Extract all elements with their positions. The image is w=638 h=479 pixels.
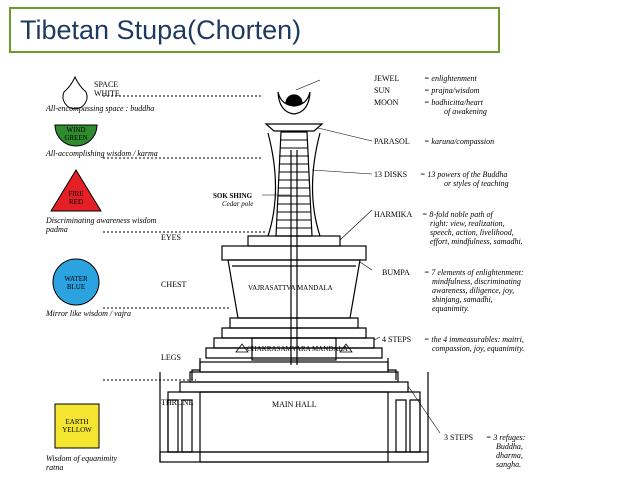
legs-label: LEGS — [161, 353, 181, 362]
sok-shing-label: SOK SHING — [213, 192, 253, 200]
guide-lines — [103, 95, 265, 381]
fire-color: RED — [69, 198, 83, 206]
wind-color: GREEN — [64, 134, 88, 142]
legend-bumpa-meaning4: shinjang, samadhi, — [432, 295, 493, 304]
wind-label: WIND GREEN — [54, 126, 98, 142]
earth-name: EARTH — [65, 418, 89, 426]
legend-harmika-meaning4: effort, mindfulness, samadhi. — [430, 237, 523, 246]
legend-jewel-meaning: = enlightenment — [424, 74, 477, 83]
legend-four-steps-term: 4 STEPS — [382, 335, 412, 344]
title-box: Tibetan Stupa(Chorten) — [9, 7, 500, 53]
water-label: WATER BLUE — [54, 275, 98, 291]
legend-bumpa-meaning2: mindfulness, discriminating — [432, 277, 521, 286]
legend-parasol-term: PARASOL — [374, 137, 410, 146]
cedar-pole-label: Cedar pole — [222, 200, 254, 208]
legend-sun-meaning: = prajna/wisdom — [424, 86, 480, 95]
fire-triangle-shape — [50, 169, 102, 212]
legend-three-steps-meaning1: = 3 refuges: — [486, 433, 526, 442]
legend-harmika-meaning2: right: view, realization, — [430, 219, 505, 228]
legend-bumpa-meaning3: awareness, diligence, joy, — [432, 286, 515, 295]
wind-desc: All-accomplishing wisdom / karma — [46, 149, 158, 158]
legend-bumpa-meaning5: equanimity. — [432, 304, 470, 313]
fire-name: FIRE — [68, 190, 84, 198]
stupa-structure — [159, 91, 429, 463]
earth-desc1: Wisdom of equanimity — [46, 454, 118, 463]
legend-three-steps-meaning2: Buddha, — [496, 442, 523, 451]
chakrasamvara-label: CHAKRASAMVARA MANDALA — [247, 345, 348, 353]
legend-jewel-term: JEWEL — [374, 74, 400, 83]
legend-three-steps-meaning4: sangha. — [496, 460, 522, 469]
legend-three-steps-term: 3 STEPS — [444, 433, 474, 442]
legend-bumpa-term: BUMPA — [382, 268, 410, 277]
legend-bumpa-meaning1: = 7 elements of enlightenment: — [424, 268, 524, 277]
water-desc: Mirror like wisdom / vajra — [46, 309, 132, 318]
legend-harmika-meaning1: = 8-fold noble path of — [422, 210, 493, 219]
water-color: BLUE — [66, 283, 86, 291]
water-name: WATER — [64, 275, 88, 283]
legend-harmika-term: HARMIKA — [374, 210, 413, 219]
wind-semicircle-shape — [54, 124, 98, 147]
space-drop-shape — [62, 75, 88, 110]
earth-label: EARTH YELLOW — [55, 418, 99, 434]
earth-desc2: ratna — [46, 463, 64, 472]
fire-desc2: padma — [46, 225, 68, 234]
legend-moon-term: MOON — [374, 98, 399, 107]
water-circle-shape — [52, 258, 100, 306]
page-title: Tibetan Stupa(Chorten) — [20, 15, 302, 45]
vajrasattva-label: VAJRASATTVA MANDALA — [248, 284, 333, 292]
legend-moon-meaning2: of awakening — [444, 107, 487, 116]
space-desc: All-encompassing space : buddha — [46, 104, 155, 113]
legend-harmika-meaning3: speech, action, livelihood, — [430, 228, 514, 237]
legend-disks-meaning2: or styles of teaching — [444, 179, 509, 188]
legend-disks-meaning1: = 13 powers of the Buddha — [420, 170, 508, 179]
eyes-label: EYES — [161, 233, 181, 242]
legend-four-steps-meaning2: compassion, joy, equanimity. — [432, 344, 525, 353]
legend-disks-term: 13 DISKS — [374, 170, 408, 179]
fire-label: FIRE RED — [54, 190, 98, 206]
legend-moon-meaning1: = bodhicitta/heart — [424, 98, 483, 107]
legend-four-steps-meaning1: = the 4 immeasurables: maitri, — [424, 335, 524, 344]
chest-label: CHEST — [161, 280, 187, 289]
legend-three-steps-meaning3: dharma, — [496, 451, 523, 460]
throne-label: THRONE — [161, 398, 194, 407]
legend-parasol-meaning: = karuna/compassion — [424, 137, 495, 146]
space-color: WHITE — [94, 89, 120, 98]
legend-sun-term: SUN — [374, 86, 391, 95]
fire-desc1: Discriminating awareness wisdom — [46, 216, 157, 225]
main-hall-label: MAIN HALL — [272, 400, 317, 409]
earth-color: YELLOW — [62, 426, 92, 434]
earth-square-shape — [54, 403, 100, 449]
wind-name: WIND — [66, 126, 86, 134]
legend-brackets — [262, 79, 441, 434]
space-name: SPACE — [94, 80, 119, 89]
